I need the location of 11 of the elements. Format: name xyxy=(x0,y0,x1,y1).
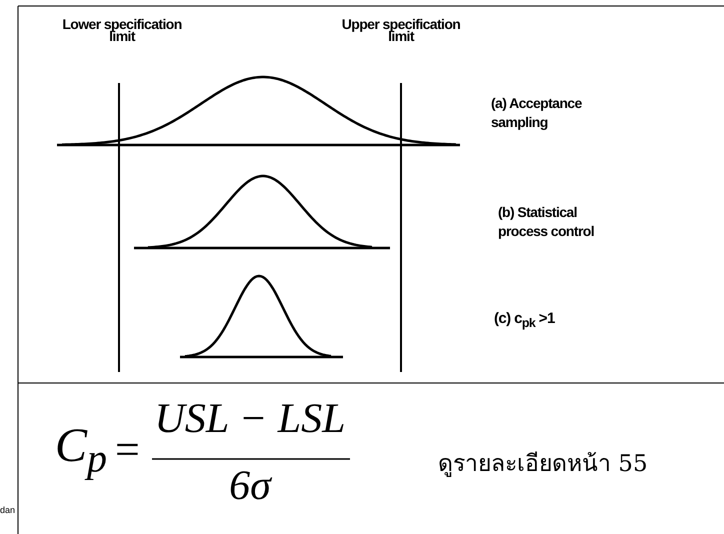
equals-sign: = xyxy=(115,428,140,472)
case-label: (a) Acceptance sampling xyxy=(491,94,583,132)
limit-label: Lower specification limit xyxy=(61,18,183,42)
formula-numerator: USL − LSL xyxy=(154,398,346,440)
limit-label: Upper specification limit xyxy=(340,18,462,42)
formula-symbol: C$_{p}$ xyxy=(55,422,108,479)
cut-text: dan xyxy=(0,505,16,515)
note-text: ดูรายละเอียดหน้า 55 xyxy=(438,450,648,479)
case-label: (c) c$_{pk}$ >1 xyxy=(494,312,555,330)
case-label: (b) Statistical process control xyxy=(498,203,596,241)
formula-denominator: 6σ xyxy=(228,465,273,507)
